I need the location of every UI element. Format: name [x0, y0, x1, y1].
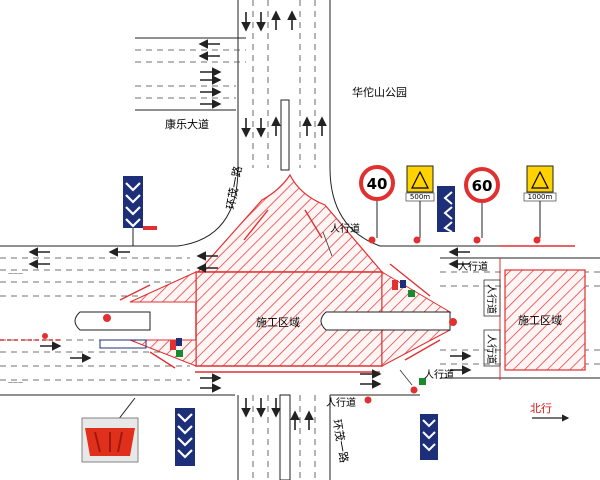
red-boundaries — [0, 209, 575, 380]
crosswalk-east-north — [483, 279, 501, 317]
huanmao-road-north-label: 环茂一路 — [223, 165, 244, 211]
roadwork-warning-sign-1: 500m — [405, 165, 435, 238]
cones — [42, 226, 541, 404]
green-arrow-markers — [176, 290, 426, 385]
work-zone-east-label: 施工区域 — [518, 314, 562, 327]
east-taper-bottom — [381, 329, 451, 367]
blue-markers — [99, 280, 406, 349]
east-work-zone — [504, 269, 586, 371]
crosswalk-s-label: 人行道 — [326, 396, 356, 409]
lane-arrows — [28, 10, 472, 430]
west-taper-bottom — [129, 339, 197, 367]
roadwork-warning-sign-2: 1000m — [523, 165, 557, 238]
svg-text:500m: 500m — [410, 193, 430, 201]
crosswalk-ne-line — [322, 231, 333, 257]
crosswalk-se-line — [399, 369, 413, 386]
chevron-sign-se — [420, 414, 438, 460]
crosswalk-ne-label: 人行道 — [330, 222, 360, 235]
crosswalk-e-vertical-label-2: 人行道 — [485, 334, 498, 364]
svg-text:40: 40 — [367, 175, 388, 193]
chevron-sign-nw — [123, 176, 143, 246]
crosswalks — [322, 231, 501, 386]
crosswalk-e-vertical-label-1: 人行道 — [485, 284, 498, 314]
crosswalk-e-label: 人行道 — [458, 260, 488, 273]
east-taper-top — [381, 271, 452, 313]
west-taper-top — [129, 271, 197, 303]
chevron-sign-s — [175, 408, 195, 466]
speed-limit-sign-1: 40 — [359, 165, 395, 238]
kangle-avenue-label: 康乐大道 — [165, 117, 209, 131]
south-median — [279, 394, 291, 480]
work-zones — [129, 173, 586, 371]
north-taper-zone — [196, 173, 384, 273]
crosswalk-east-south — [483, 329, 501, 367]
work-zone-main-label: 施工区域 — [256, 316, 300, 329]
west-lane-note-top: ——— — [8, 271, 23, 277]
speed-limit-sign-2: 60 — [464, 167, 500, 238]
west-lane-note-bottom: ——— — [8, 380, 23, 386]
chevron-sign-ne — [437, 186, 455, 233]
water-barrier-image — [81, 397, 139, 463]
crosswalk-se-label: 人行道 — [424, 368, 454, 381]
center-median-overlay — [320, 311, 451, 331]
huanmao-road-south-label: 环茂一路 — [330, 418, 351, 464]
svg-text:60: 60 — [472, 177, 493, 195]
north-median — [280, 99, 290, 171]
north-label: 北行 — [530, 402, 552, 415]
svg-text:1000m: 1000m — [528, 193, 553, 201]
west-median — [74, 311, 151, 331]
park-label: 华佗山公园 — [352, 85, 407, 99]
